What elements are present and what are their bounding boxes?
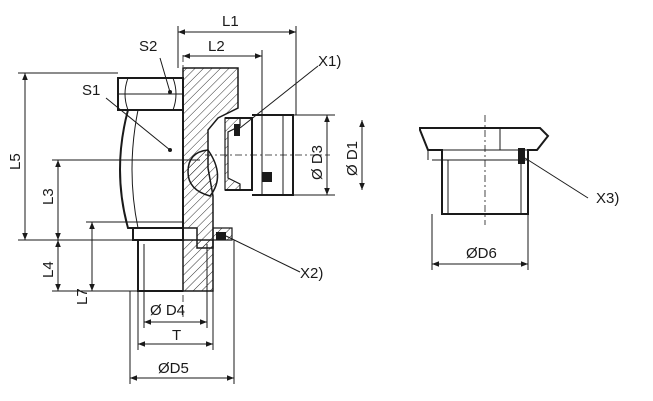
label-s2: S2 [139, 38, 157, 55]
label-x3: X3) [596, 190, 619, 207]
label-l3: L3 [40, 188, 57, 205]
elbow-fitting [117, 55, 330, 320]
label-l7: L7 [74, 288, 91, 305]
dimension-lines [18, 26, 365, 384]
label-l4: L4 [40, 261, 57, 278]
label-d4: Ø D4 [150, 302, 185, 319]
label-l5: L5 [7, 153, 24, 170]
label-x1: X1) [318, 53, 341, 70]
label-d5: ØD5 [158, 360, 189, 377]
label-d1: Ø D1 [344, 141, 361, 176]
plug-fitting [419, 115, 589, 270]
label-s1: S1 [82, 82, 100, 99]
label-l1: L1 [222, 13, 239, 30]
label-d3: Ø D3 [309, 145, 326, 180]
label-d6: ØD6 [466, 245, 497, 262]
label-l2: L2 [208, 38, 225, 55]
label-t: T [172, 327, 181, 344]
label-x2: X2) [300, 265, 323, 282]
